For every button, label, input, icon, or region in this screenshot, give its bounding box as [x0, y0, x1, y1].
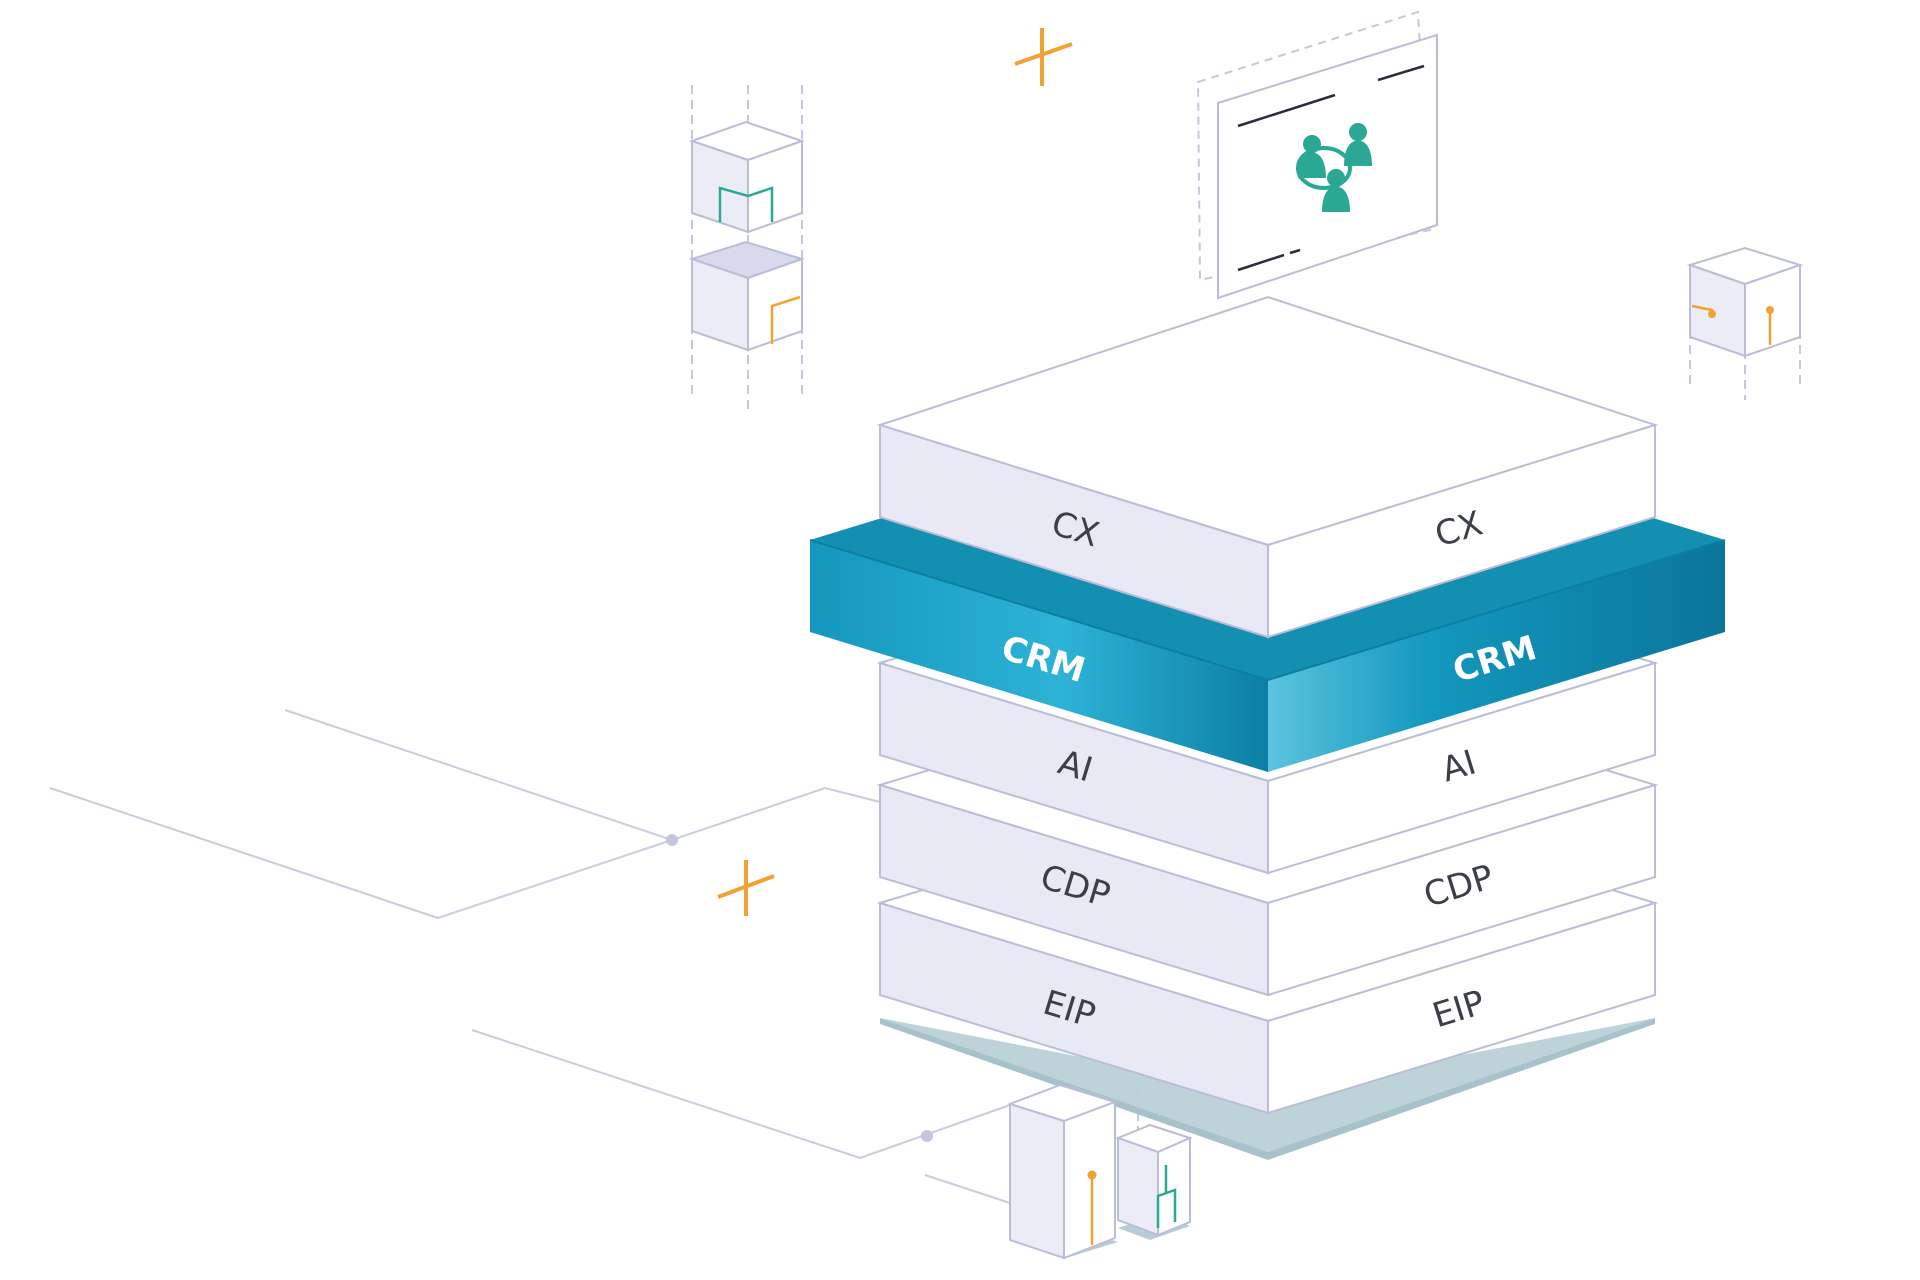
plus-icon — [717, 860, 775, 916]
server-tower-icon — [1006, 1083, 1119, 1260]
plus-icon — [1014, 28, 1073, 86]
server-box-icon — [1115, 1090, 1193, 1240]
cube-icon — [1686, 246, 1804, 400]
connector-node — [666, 834, 678, 846]
people-network-icon — [1296, 123, 1372, 212]
connector-node — [921, 1130, 933, 1142]
layer-cx: CX CX — [876, 295, 1659, 639]
cube-icon — [688, 85, 806, 415]
screen-panel — [1196, 10, 1438, 300]
stack-shadow — [880, 1018, 1655, 1152]
